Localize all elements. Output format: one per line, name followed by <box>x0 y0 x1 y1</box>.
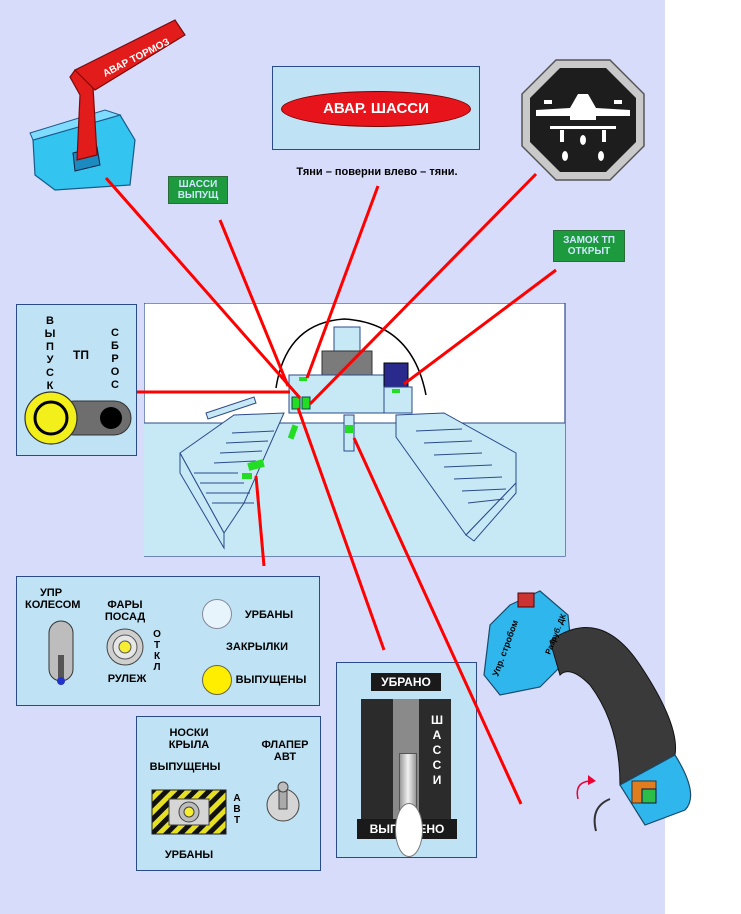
flaps-extended-label: ВЫПУЩЕНЫ <box>235 674 307 686</box>
flaps-retracted-light <box>202 599 232 629</box>
gear-position-indicator <box>521 59 645 181</box>
tp-switch[interactable] <box>21 389 133 449</box>
tp-drop-label: СБРОС <box>110 327 120 391</box>
slats-switch[interactable] <box>151 789 229 837</box>
emergency-gear-button[interactable]: АВАР. ШАССИ <box>281 91 471 127</box>
landing-lights-label: ФАРЫ ПОСАД <box>104 599 146 623</box>
taxi-label: РУЛЕЖ <box>107 673 147 685</box>
control-stick[interactable]: Упр. стробом Разруб. ДК <box>470 585 720 845</box>
flaps-label: ЗАКРЫЛКИ <box>226 641 288 653</box>
slats-extended-label: ВЫПУЩЕНЫ <box>149 761 221 773</box>
gear-lever-panel: УБРАНО ШАССИ ВЫПУЩЕНО <box>336 662 477 858</box>
slats-panel: НОСКИ КРЫЛА ВЫПУЩЕНЫ АВТ УРБАНЫ ФЛАПЕР А… <box>136 716 321 871</box>
tp-lock-open-tag: ЗАМОК ТП ОТКРЫТ <box>553 230 625 262</box>
wheel-control-switch[interactable] <box>47 619 77 689</box>
gear-down-tag-line1: ШАССИ <box>178 179 218 190</box>
slats-avt-label: АВТ <box>233 793 241 826</box>
flaps-extended-light <box>202 665 232 695</box>
wheel-control-label: УПР КОЛЕСОМ <box>25 587 81 611</box>
tp-label: ТП <box>73 348 89 362</box>
gear-lever-knob[interactable] <box>395 803 423 857</box>
flaper-switch[interactable] <box>265 779 301 825</box>
tp-lock-tag-line2: ОТКРЫТ <box>567 246 611 257</box>
emergency-brake-lever[interactable]: АВАР ТОРМОЗ <box>25 15 200 195</box>
slats-retracted-label: УРБАНЫ <box>164 849 214 861</box>
slats-label: НОСКИ КРЫЛА <box>168 727 210 751</box>
landing-lights-switch[interactable] <box>105 627 145 667</box>
tp-lock-tag-line1: ЗАМОК ТП <box>563 235 615 246</box>
emergency-gear-instruction: Тяни – поверни влево – тяни. <box>296 166 458 178</box>
tp-release-label: ВЫПУСК <box>44 315 56 392</box>
tp-panel: ВЫПУСК ТП СБРОС <box>16 304 137 456</box>
gear-down-tag-line2: ВЫПУЩ <box>177 190 219 201</box>
gear-down-tag: ШАССИ ВЫПУЩ <box>168 176 228 204</box>
cockpit-view <box>144 303 566 557</box>
lights-off-label: ОТКЛ <box>153 629 161 673</box>
gear-side-label: ШАССИ <box>431 713 444 787</box>
emergency-gear-panel: АВАР. ШАССИ <box>272 66 480 150</box>
steering-flaps-panel: УПР КОЛЕСОМ ФАРЫ ПОСАД ОТКЛ РУЛЕЖ УРБАНЫ… <box>16 576 320 706</box>
gear-retracted-label: УБРАНО <box>371 673 441 691</box>
flaps-retracted-label: УРБАНЫ <box>244 609 294 621</box>
flaper-label: ФЛАПЕР АВТ <box>261 739 309 763</box>
